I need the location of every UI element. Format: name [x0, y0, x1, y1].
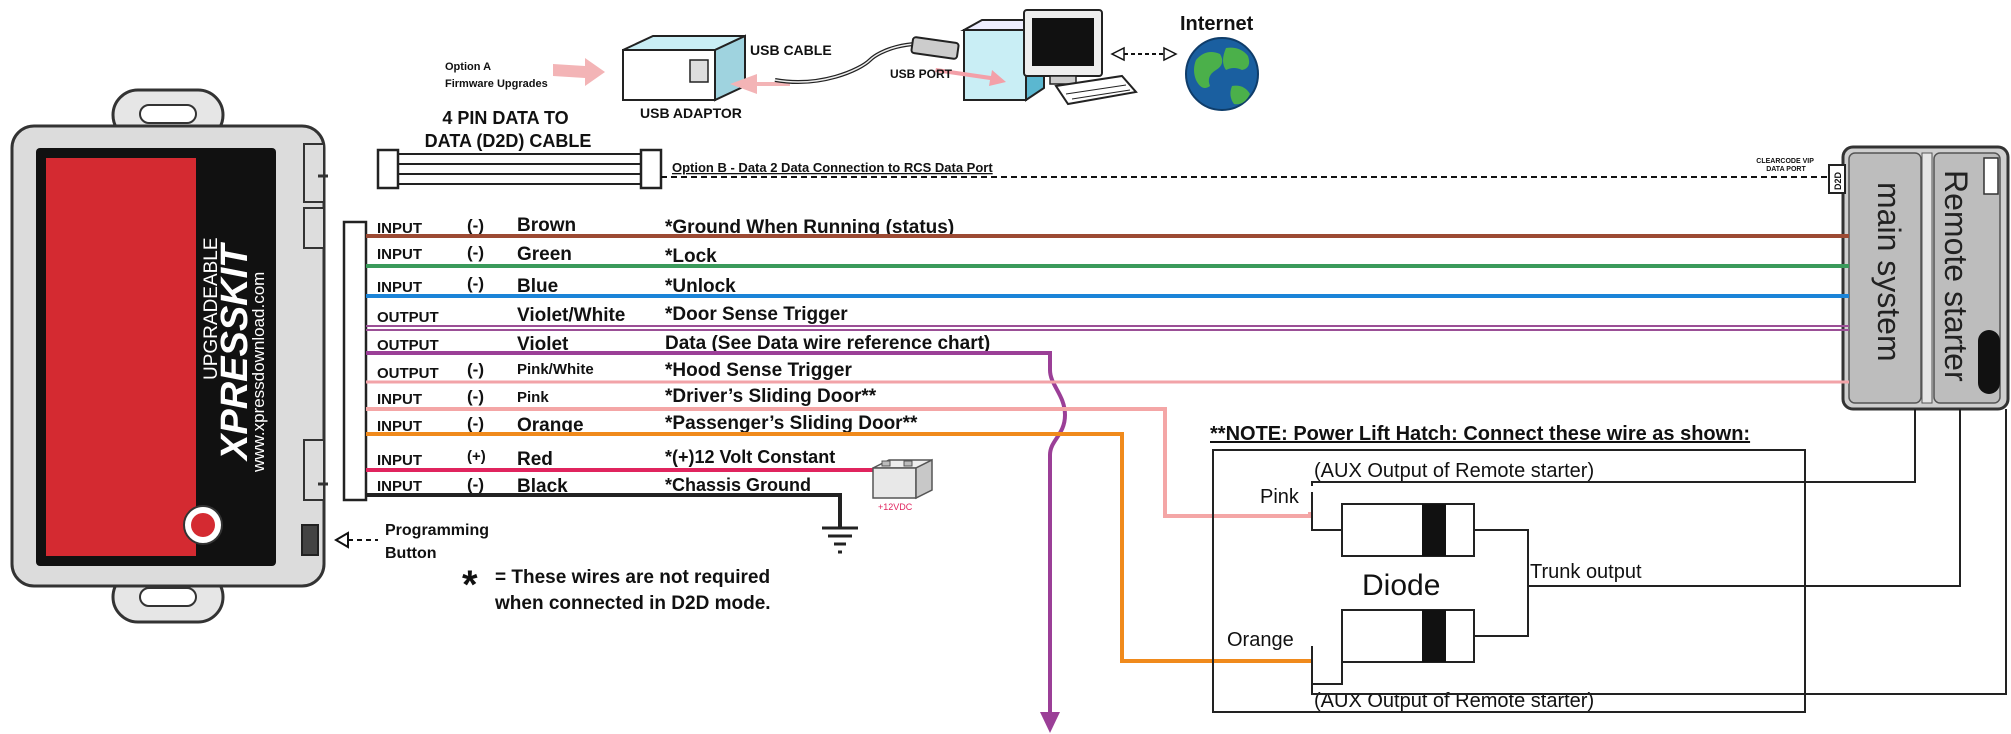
option-a-arrow [553, 58, 605, 86]
wire-row: OUTPUT (-) Pink/White *Hood Sense Trigge… [366, 360, 1849, 384]
wire-polarity: (-) [467, 243, 484, 262]
module-website-label: www.xpressdownload.com [249, 272, 268, 473]
wire-row: OUTPUT Violet Data (See Data wire refere… [366, 333, 1068, 733]
wire-polarity: (-) [467, 360, 484, 379]
wire-function: *Lock [665, 246, 717, 267]
power-lift-hatch-note: **NOTE: Power Lift Hatch: Connect these … [1210, 409, 2007, 713]
option-b-label: Option B - Data 2 Data Connection to RCS… [672, 160, 993, 175]
adaptor-arrow [730, 74, 790, 94]
wire-function: *Unlock [665, 276, 736, 297]
wire-color-name: Red [517, 449, 553, 470]
wire-row: INPUT (-) Brown *Ground When Running (st… [366, 215, 1849, 238]
footnote-star: * [462, 563, 478, 607]
wire-color-name: Green [517, 244, 572, 265]
d2d-port-tag: D2D [1833, 171, 1843, 190]
wire-row: INPUT (+) Red *(+)12 Volt Constant [366, 447, 896, 472]
wire-direction: OUTPUT [377, 309, 439, 326]
wire-function: *Passenger’s Sliding Door** [665, 413, 918, 434]
internet-label: Internet [1180, 13, 1254, 35]
wire-function: *Hood Sense Trigger [665, 360, 852, 381]
wire-polarity: (-) [467, 274, 484, 293]
wire-direction: INPUT [377, 478, 422, 495]
wire-row: INPUT (-) Black *Chassis Ground [366, 475, 842, 528]
wire-color-name: Brown [517, 215, 576, 236]
module-brand-label: XPRESSKIT [214, 242, 256, 462]
firmware-upgrade-path: Option A Firmware Upgrades USB ADAPTOR U… [445, 9, 1259, 121]
globe-icon [1185, 37, 1259, 111]
wire-row: INPUT (-) Pink *Driver’s Sliding Door** [366, 386, 1312, 518]
wire-direction: OUTPUT [377, 365, 439, 382]
orange-wire [366, 432, 1312, 663]
orange-label: Orange [1227, 629, 1294, 651]
wire-polarity: (-) [467, 475, 484, 494]
footnote: * = These wires are not required when co… [462, 563, 775, 614]
wire-row: INPUT (-) Blue *Unlock [366, 274, 1849, 298]
module-upgradeable-label: UPGRADEABLE [201, 237, 222, 380]
wire-row: INPUT (-) Orange *Passenger’s Sliding Do… [366, 413, 1312, 663]
usb-port-label: USB PORT [890, 67, 953, 81]
wire-direction: OUTPUT [377, 337, 439, 354]
usb-adaptor [622, 34, 746, 102]
usb-port-arrow [935, 68, 1006, 86]
footnote-text: = These wires are not required when conn… [494, 567, 775, 614]
wire-direction: INPUT [377, 246, 422, 263]
diode-upper [1341, 503, 1475, 557]
harness-connector [342, 220, 368, 502]
wire-color-name: Violet/White [517, 305, 625, 326]
wire-direction: INPUT [377, 418, 422, 435]
wire-row: INPUT (-) Green *Lock [366, 243, 1849, 268]
wire-function: *(+)12 Volt Constant [665, 447, 835, 467]
wire-function: *Driver’s Sliding Door** [665, 386, 877, 407]
xpresskit-module: UPGRADEABLE XPRESSKIT www.xpressdownload… [10, 88, 328, 624]
remote-starter-subtitle: main system [1871, 182, 1907, 362]
usb-cable-label: USB CABLE [750, 42, 832, 58]
usb-adaptor-label: USB ADAPTOR [640, 105, 742, 121]
remote-starter-unit: D2D Remote starter main system [1828, 145, 2010, 411]
wire-direction: INPUT [377, 452, 422, 469]
note-title: **NOTE: Power Lift Hatch: Connect these … [1210, 423, 1750, 445]
wire-function: *Chassis Ground [665, 475, 811, 495]
wire-function: Data (See Data wire reference chart) [665, 333, 990, 354]
violet-data-wire [366, 351, 1068, 712]
wire-function: *Door Sense Trigger [665, 304, 848, 325]
aux-top-label: (AUX Output of Remote starter) [1314, 460, 1594, 482]
wire-color-name: Violet [517, 334, 569, 355]
pink-label: Pink [1260, 486, 1300, 508]
wire-direction: INPUT [377, 220, 422, 237]
option-a-label: Option A Firmware Upgrades [445, 61, 548, 90]
diode-label: Diode [1362, 569, 1440, 602]
wire-color-name: Orange [517, 415, 584, 436]
programming-button-callout: Programming Button [334, 522, 493, 562]
programming-label: Programming Button [385, 522, 493, 562]
battery-label: +12VDC [878, 502, 913, 512]
wire-direction: INPUT [377, 391, 422, 408]
d2d-cable: 4 PIN DATA TO DATA (D2D) CABLE Option B … [376, 108, 1849, 190]
d2d-cable-label: 4 PIN DATA TO DATA (D2D) CABLE [425, 108, 592, 151]
wire-polarity: (-) [467, 414, 484, 433]
diode-lower [1341, 609, 1475, 663]
wire-polarity: (-) [467, 387, 484, 406]
ground-icon [822, 526, 858, 554]
wire-row: OUTPUT Violet/White *Door Sense Trigger [366, 304, 1849, 331]
pink-wire [366, 407, 1312, 518]
black-wire [366, 493, 842, 528]
wire-color-name: Pink [517, 389, 549, 406]
battery-icon: +12VDC [872, 458, 933, 512]
wire-color-name: Black [517, 476, 568, 497]
clearcode-label: CLEARCODE VIP DATA PORT [1756, 158, 1815, 173]
wire-color-name: Pink/White [517, 361, 594, 378]
remote-starter-title: Remote starter [1938, 170, 1974, 382]
wire-rows: INPUT (-) Brown *Ground When Running (st… [366, 215, 1849, 733]
monitor [1023, 9, 1138, 106]
wire-polarity: (+) [467, 448, 486, 465]
wire-direction: INPUT [377, 279, 422, 296]
wire-color-name: Blue [517, 276, 558, 297]
wire-function: *Ground When Running (status) [665, 217, 954, 238]
trunk-output-label: Trunk output [1530, 561, 1642, 583]
wire-polarity: (-) [467, 216, 484, 235]
aux-bottom-label: (AUX Output of Remote starter) [1314, 690, 1594, 712]
